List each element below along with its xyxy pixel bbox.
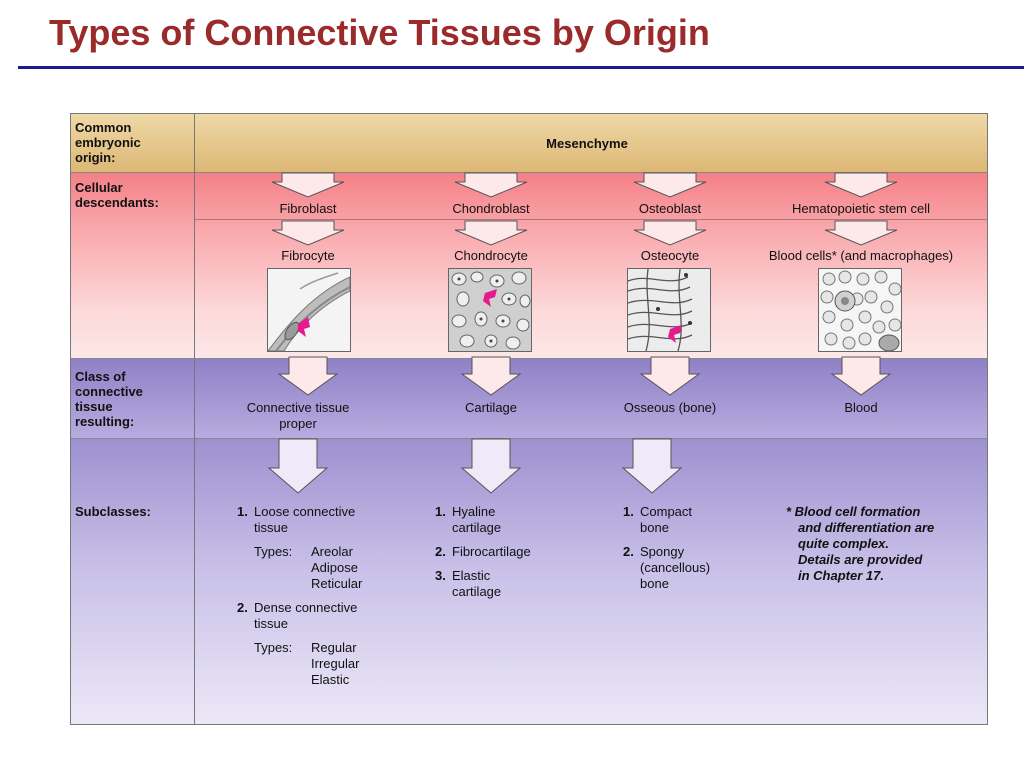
arrow-to-osseous [639,356,701,396]
type-value: Regular [311,640,357,655]
title-underline [18,66,1024,69]
list-text: bone [640,576,669,591]
subclass-band [71,438,987,724]
arrow-to-osteocyte [633,220,707,246]
row-divider [71,438,987,439]
ct-subclass-list: 1. Loose connective tissue Types: Areolar… [237,504,362,696]
cartilage-subclass-list: 1. Hyaline cartilage 2. Fibrocartilage 3. E… [435,504,531,608]
list-text: Compact [640,504,693,519]
arrow-to-ct-subclasses [267,438,329,494]
fibrocyte-label: Fibrocyte [281,248,335,263]
list-item: 1. Loose connective tissue [237,504,362,536]
type-value: Areolar [311,544,353,559]
list-number: 2. [623,544,634,559]
row-label-origin: Common embryonic origin: [75,120,141,165]
connective-tissue-diagram: Common embryonic origin: Cellular descen… [70,113,988,725]
chondrocyte-micrograph [448,268,532,352]
type-value: Adipose [311,560,358,575]
list-text: Dense connective [254,600,358,615]
list-text: tissue [254,616,288,631]
mesenchyme-label: Mesenchyme [546,136,628,151]
label-column-divider [194,114,195,724]
arrow-to-cartilage-subclasses [460,438,522,494]
blood-cell-footnote: * Blood cell formation and differentiati… [786,504,934,584]
types-block: Types: Areolar Adipose Reticular [237,544,362,592]
list-text: Elastic [452,568,491,583]
list-item: 2. Dense connective tissue [237,600,362,632]
blast-cyte-divider [195,219,987,220]
chondrocyte-illustration [449,269,531,351]
arrow-to-blood-cells [824,220,898,246]
footnote-line: and differentiation are [798,520,935,535]
arrow-to-connective-tissue-proper [277,356,339,396]
list-text: Fibrocartilage [452,544,531,559]
fibrocyte-illustration [268,269,350,351]
arrow-to-blood [830,356,892,396]
fibroblast-label: Fibroblast [279,201,337,216]
list-item: 1. Compact bone [623,504,710,536]
arrow-to-osteoblast [633,172,707,198]
list-item: 2. Spongy (cancellous) bone [623,544,710,592]
row-label-subclasses: Subclasses: [75,504,151,519]
row-divider [71,172,987,173]
arrow-to-hematopoietic [824,172,898,198]
arrow-to-fibroblast [271,172,345,198]
origin-band [71,114,987,172]
row-divider [71,358,987,359]
list-number: 1. [623,504,634,519]
class-band [71,358,987,438]
list-item: 2. Fibrocartilage [435,544,531,560]
footnote-line: in Chapter 17. [798,568,884,583]
arrow-to-bone-subclasses [621,438,683,494]
row-label-class: Class of connective tissue resulting: [75,369,143,429]
footnote-line: quite complex. [798,536,890,551]
footnote-line: * Blood cell formation [786,504,921,519]
fibrocyte-micrograph [267,268,351,352]
types-block: Types: Regular Irregular Elastic [237,640,362,688]
type-value: Reticular [311,576,363,591]
chondrocyte-label: Chondrocyte [454,248,528,263]
row-label-cellular: Cellular descendants: [75,180,159,210]
types-label: Types: [254,544,293,559]
arrow-to-fibrocyte [271,220,345,246]
types-label: Types: [254,640,293,655]
cartilage-label: Cartilage [464,400,518,415]
blood-label: Blood [844,400,878,415]
list-item: 1. Hyaline cartilage [435,504,531,536]
osteoblast-label: Osteoblast [638,201,702,216]
blood-cells-label: Blood cells* (and macrophages) [768,248,954,263]
list-text: cartilage [452,520,502,535]
osteocyte-micrograph [627,268,711,352]
connective-tissue-proper-label: Connective tissue proper [246,400,350,431]
list-text: cartilage [452,584,502,599]
bone-subclass-list: 1. Compact bone 2. Spongy (cancellous) bon… [623,504,710,600]
list-number: 1. [237,504,248,519]
list-number: 1. [435,504,446,519]
list-number: 2. [435,544,446,559]
footnote-line: Details are provided [798,552,923,567]
hematopoietic-label: Hematopoietic stem cell [792,201,930,216]
list-text: Hyaline [452,504,496,519]
osseous-label: Osseous (bone) [623,400,717,415]
blood-cells-illustration [819,269,901,351]
arrow-to-cartilage [460,356,522,396]
list-item: 3. Elastic cartilage [435,568,531,600]
arrow-to-chondrocyte [454,220,528,246]
type-value: Irregular [311,656,360,671]
slide-title: Types of Connective Tissues by Origin [49,12,710,53]
arrow-to-chondroblast [454,172,528,198]
list-text: tissue [254,520,288,535]
list-number: 3. [435,568,446,583]
chondroblast-label: Chondroblast [452,201,530,216]
list-number: 2. [237,600,248,615]
type-value: Elastic [311,672,350,687]
osteocyte-illustration [628,269,710,351]
osteocyte-label: Osteocyte [640,248,700,263]
blood-cells-micrograph [818,268,902,352]
list-text: Loose connective [254,504,356,519]
list-text: (cancellous) [640,560,711,575]
list-text: Spongy [640,544,685,559]
list-text: bone [640,520,669,535]
